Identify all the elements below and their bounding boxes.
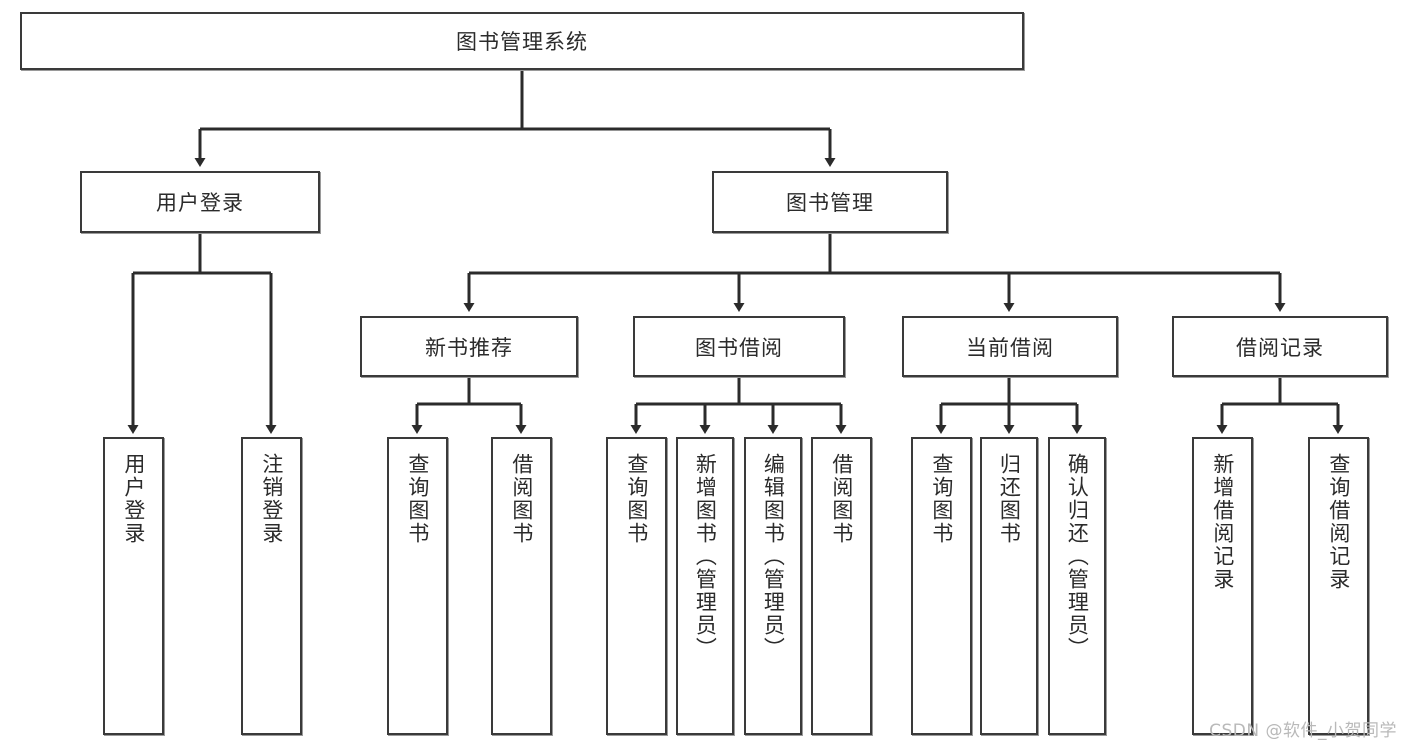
- node-borrow-record[interactable]: 借阅记录: [1172, 316, 1388, 377]
- leaf-borrow-add-book[interactable]: 新增图书（管理员）: [676, 437, 734, 735]
- leaf-user-logout[interactable]: 注销登录: [241, 437, 302, 735]
- leaf-current-query-book[interactable]: 查询图书: [911, 437, 972, 735]
- leaf-record-query-record[interactable]: 查询借阅记录: [1308, 437, 1369, 735]
- node-book-borrow[interactable]: 图书借阅: [633, 316, 845, 377]
- leaf-borrow-query-book-label: 查询图书: [624, 453, 649, 545]
- leaf-borrow-query-book[interactable]: 查询图书: [606, 437, 667, 735]
- leaf-current-return-book[interactable]: 归还图书: [980, 437, 1038, 735]
- leaf-record-query-record-label: 查询借阅记录: [1326, 453, 1351, 591]
- leaf-user-logout-label: 注销登录: [259, 453, 284, 545]
- node-user-login[interactable]: 用户登录: [80, 171, 320, 233]
- node-new-book-recommend-label: 新书推荐: [425, 335, 513, 360]
- leaf-user-login[interactable]: 用户登录: [103, 437, 164, 735]
- node-book-borrow-label: 图书借阅: [695, 335, 783, 360]
- leaf-recommend-borrow-book-label: 借阅图书: [509, 453, 534, 545]
- leaf-borrow-borrow-book-label: 借阅图书: [829, 453, 854, 545]
- leaf-recommend-query-book-label: 查询图书: [405, 453, 430, 545]
- node-root-system[interactable]: 图书管理系统: [20, 12, 1024, 70]
- leaf-recommend-borrow-book[interactable]: 借阅图书: [491, 437, 552, 735]
- node-book-management[interactable]: 图书管理: [712, 171, 948, 233]
- leaf-current-query-book-label: 查询图书: [929, 453, 954, 545]
- leaf-borrow-borrow-book[interactable]: 借阅图书: [811, 437, 872, 735]
- leaf-user-login-label: 用户登录: [121, 453, 146, 545]
- leaf-borrow-add-book-label: 新增图书（管理员）: [693, 453, 718, 660]
- leaf-current-confirm-return-label: 确认归还（管理员）: [1065, 453, 1090, 660]
- node-root-system-label: 图书管理系统: [456, 30, 588, 54]
- watermark: CSDN @软件_小贺同学: [1209, 721, 1397, 741]
- node-user-login-label: 用户登录: [156, 191, 244, 215]
- node-current-borrow[interactable]: 当前借阅: [902, 316, 1118, 377]
- leaf-current-return-book-label: 归还图书: [997, 453, 1022, 545]
- leaf-record-add-record[interactable]: 新增借阅记录: [1192, 437, 1253, 735]
- node-book-management-label: 图书管理: [786, 191, 874, 215]
- leaf-borrow-edit-book-label: 编辑图书（管理员）: [761, 453, 786, 660]
- leaf-record-add-record-label: 新增借阅记录: [1210, 453, 1235, 591]
- node-new-book-recommend[interactable]: 新书推荐: [360, 316, 578, 377]
- node-current-borrow-label: 当前借阅: [966, 335, 1054, 360]
- leaf-recommend-query-book[interactable]: 查询图书: [387, 437, 448, 735]
- leaf-borrow-edit-book[interactable]: 编辑图书（管理员）: [744, 437, 802, 735]
- node-borrow-record-label: 借阅记录: [1236, 335, 1324, 360]
- leaf-current-confirm-return[interactable]: 确认归还（管理员）: [1048, 437, 1106, 735]
